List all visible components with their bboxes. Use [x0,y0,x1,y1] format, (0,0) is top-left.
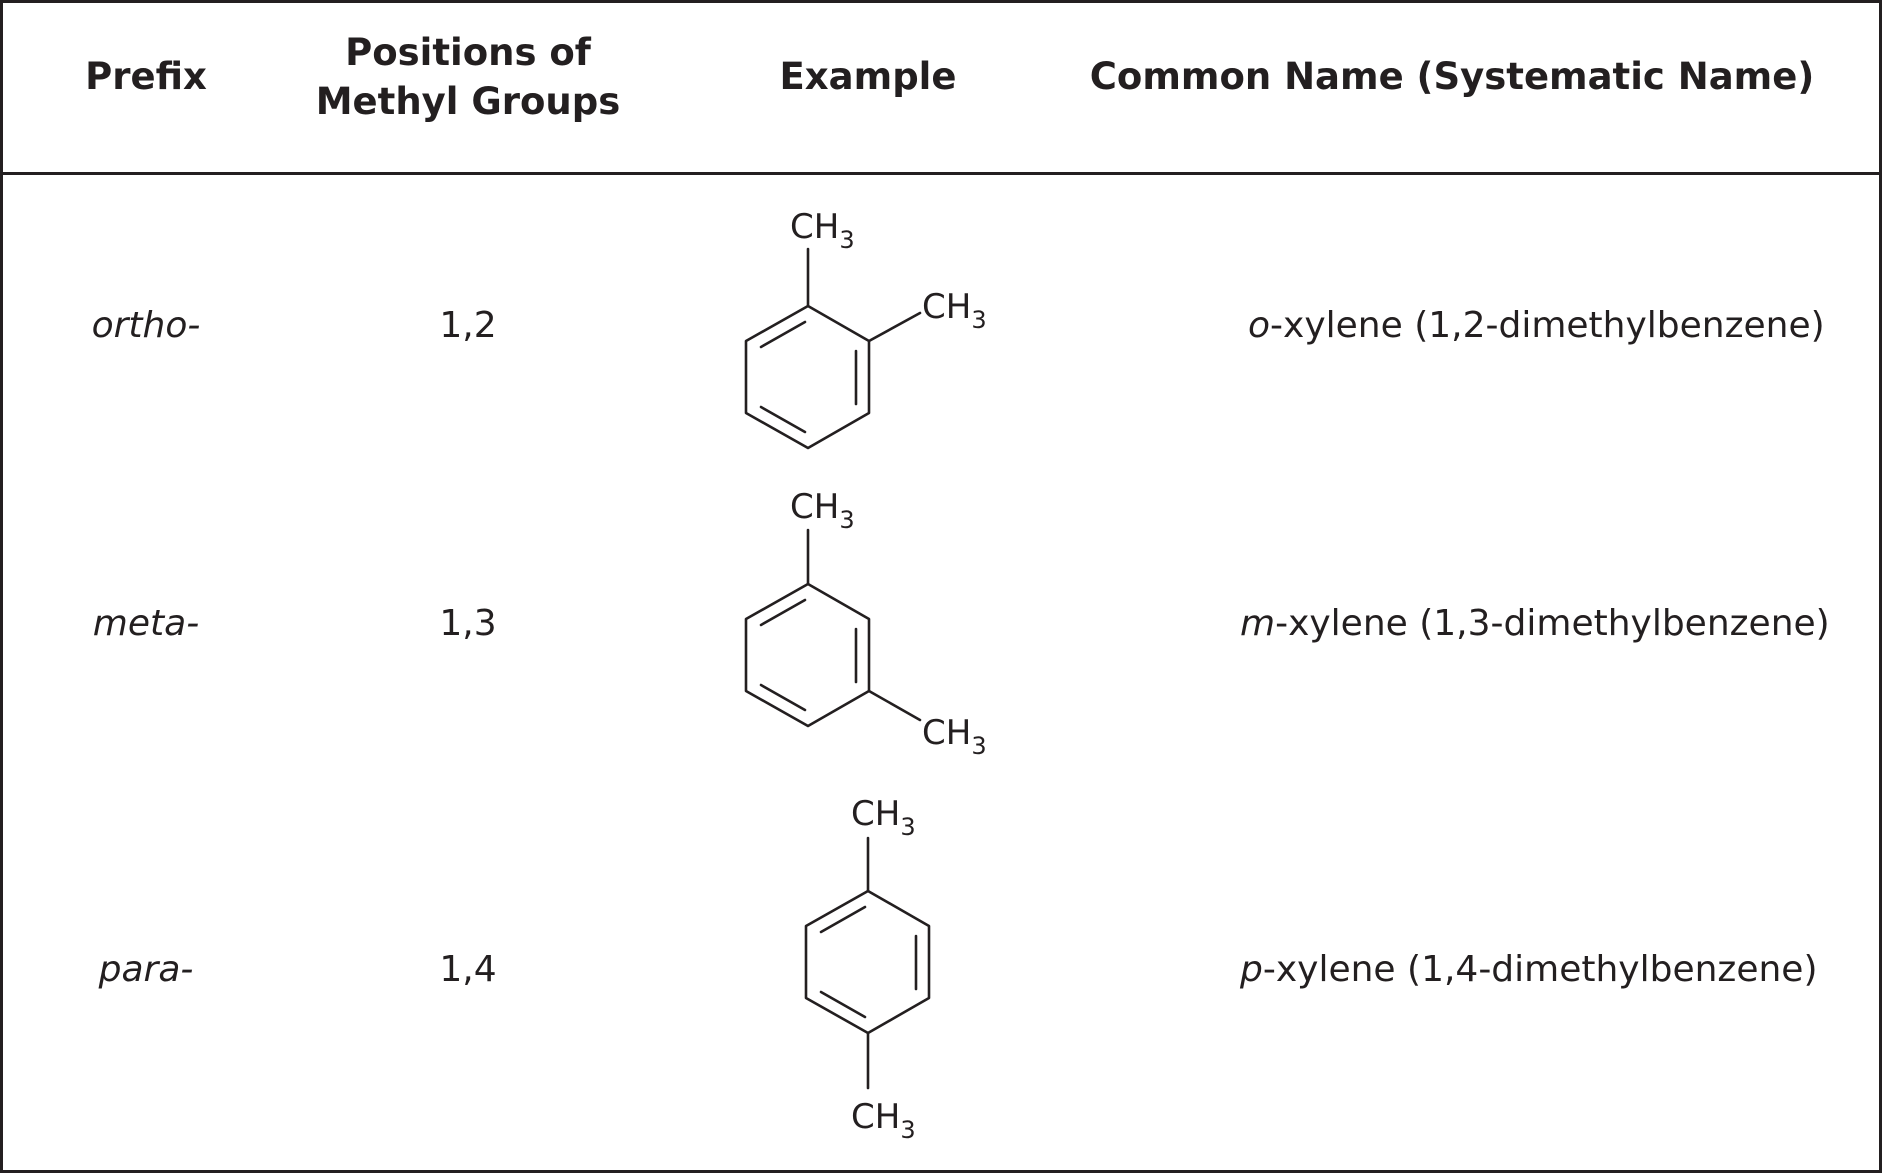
row-para-positions: 1,4 [439,949,497,990]
meta-methyl-label-2: CH3 [922,713,987,760]
row-ortho-positions: 1,2 [439,305,497,346]
meta-methyl-label-1: CH3 [790,487,855,534]
row-para-name-rest: -xylene (1,4-dimethylbenzene) [1262,949,1818,990]
ortho-methyl-label-1: CH3 [790,207,855,254]
ortho-methyl-bond-2 [867,311,922,343]
meta-xylene-structure [744,528,922,728]
row-para-prefix: para- [98,949,194,990]
ortho-double-bond [759,320,807,349]
row-meta-common-name: m-xylene (1,3-dimethylbenzene) [1240,602,1830,646]
ortho-benzene-ring [744,304,871,450]
header-prefix: Prefix [85,55,207,98]
row-ortho-common-name: o-xylene (1,2-dimethylbenzene) [1248,304,1825,348]
ortho-methyl-label-2: CH3 [922,287,987,334]
para-methyl-label-2: CH3 [851,1097,916,1144]
row-ortho-name-italic: o [1248,305,1271,346]
ortho-xylene-structure [744,247,922,450]
row-para-name-italic: p [1240,949,1263,990]
ortho-double-bond [759,405,807,434]
para-double-bond [819,990,867,1019]
meta-methyl-bond-2 [867,689,922,722]
row-meta-prefix: meta- [92,603,200,644]
para-double-bond [819,905,867,934]
header-common-name: Common Name (Systematic Name) [1089,55,1815,98]
row-para-common-name: p-xylene (1,4-dimethylbenzene) [1240,948,1817,992]
para-xylene-structure [804,836,931,1090]
header-positions-line2: Methyl Groups [315,80,621,123]
para-methyl-label-1: CH3 [851,794,916,841]
row-ortho-prefix: ortho- [91,305,201,346]
header-positions: Positions of Methyl Groups [316,28,621,126]
header-example: Example [779,55,957,98]
row-meta-positions: 1,3 [439,603,497,644]
row-meta-name-italic: m [1240,603,1276,644]
para-benzene-ring [804,889,931,1035]
row-ortho-name-rest: -xylene (1,2-dimethylbenzene) [1270,305,1825,346]
header-divider [0,172,1882,175]
meta-benzene-ring [744,582,871,728]
meta-double-bond [759,598,807,627]
header-positions-line1: Positions of [345,31,591,74]
meta-double-bond [759,683,807,712]
row-meta-name-rest: -xylene (1,3-dimethylbenzene) [1275,603,1830,644]
